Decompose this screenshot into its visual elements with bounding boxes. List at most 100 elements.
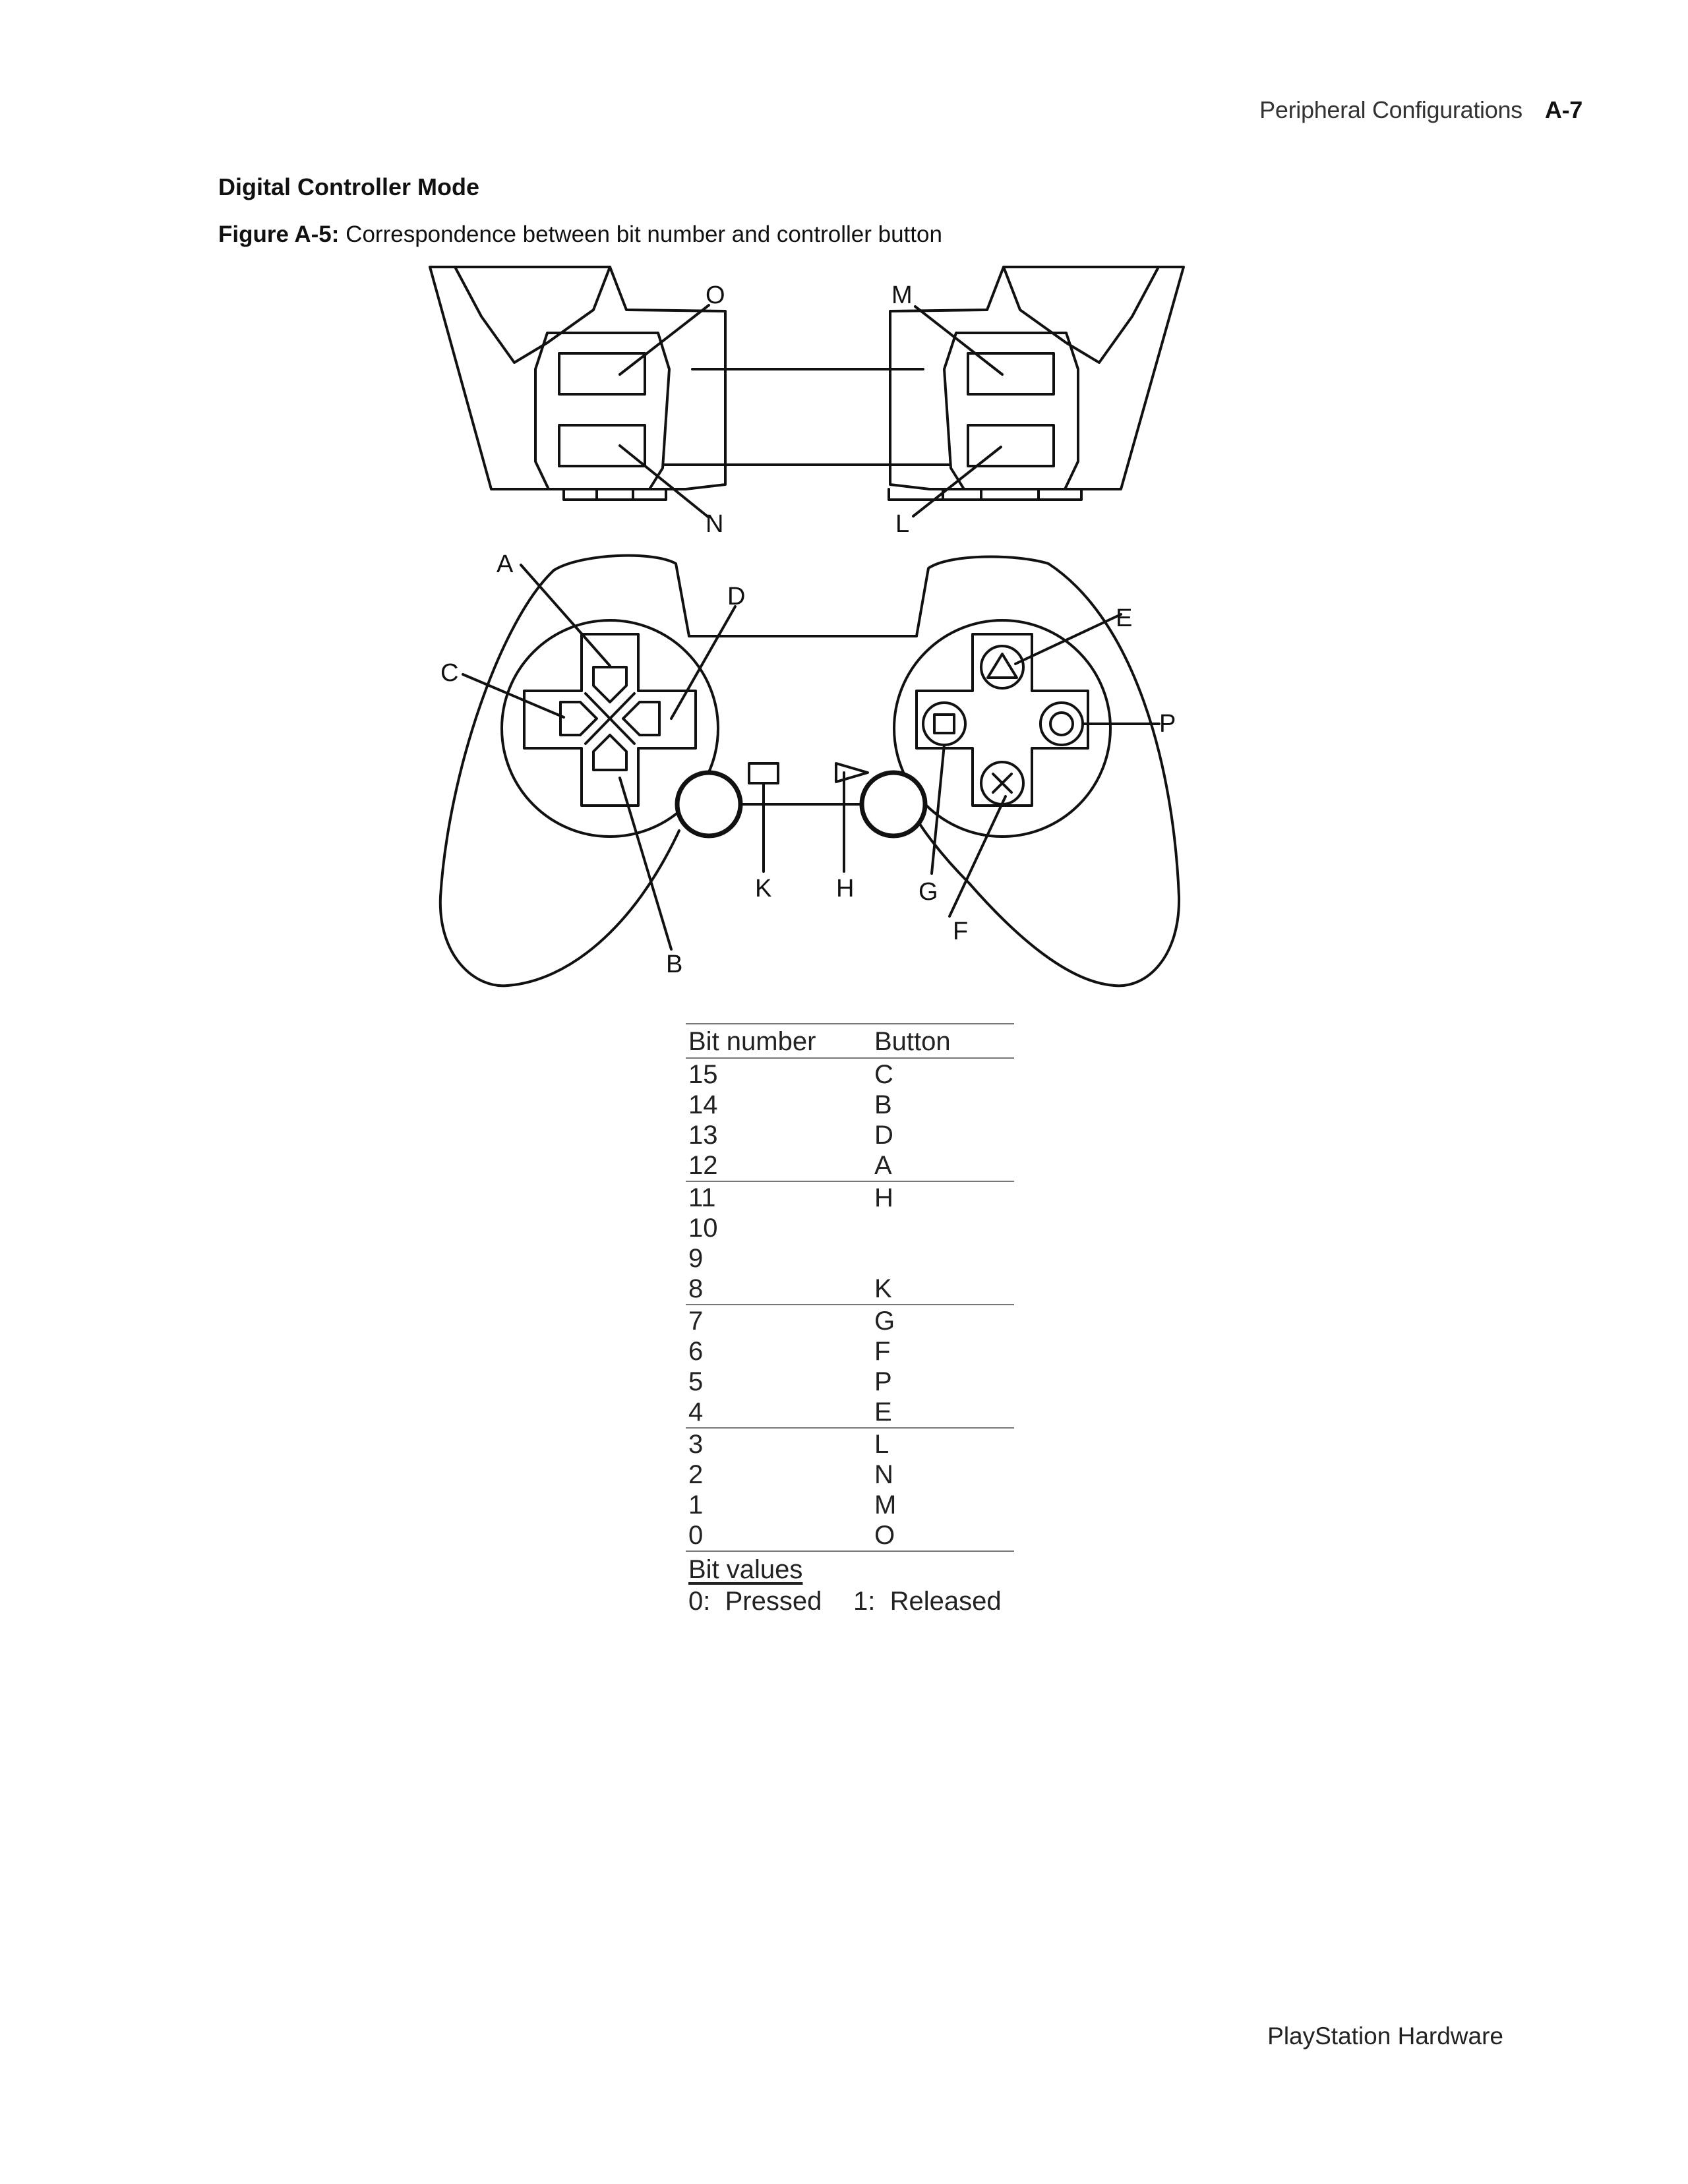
callout-M: M <box>891 281 913 309</box>
section-heading: Digital Controller Mode <box>218 173 479 200</box>
bit-cell: 6 <box>688 1337 704 1366</box>
button-cell: E <box>874 1398 892 1427</box>
callout-B: B <box>666 951 682 978</box>
bit-cell: 11 <box>688 1183 716 1212</box>
callout-L: L <box>895 510 909 538</box>
bit-cell: 7 <box>688 1307 704 1336</box>
bit-cell: 12 <box>688 1151 718 1180</box>
leader-G <box>930 744 946 875</box>
bit-cell: 2 <box>688 1460 704 1489</box>
table-row: 10 <box>686 1213 1014 1243</box>
table-row: 14 B <box>686 1090 1014 1120</box>
header-button: Button <box>874 1027 951 1056</box>
bit-value-released: 1: Released <box>853 1587 1002 1616</box>
bit-cell: 8 <box>688 1274 704 1303</box>
table-row: 15 C <box>686 1059 1014 1090</box>
leader-F <box>948 795 1007 918</box>
callout-O: O <box>706 281 725 309</box>
page-number: A-7 <box>1544 96 1582 123</box>
bit-cell: 1 <box>688 1490 704 1520</box>
button-cell: O <box>874 1521 895 1550</box>
button-cell <box>874 1213 1014 1243</box>
button-cell <box>874 1243 1014 1274</box>
button-cell: C <box>874 1060 893 1089</box>
leader-N <box>618 444 710 519</box>
bit-cell: 10 <box>688 1214 718 1243</box>
bit-cell: 5 <box>688 1367 704 1396</box>
table-header-row: Bit number Button <box>686 1024 1014 1057</box>
callout-G: G <box>919 878 938 906</box>
table-rule <box>686 1181 1014 1182</box>
button-cell: N <box>874 1460 893 1489</box>
controller-top-view <box>429 266 1185 519</box>
callout-H: H <box>836 875 854 902</box>
button-cell: H <box>874 1183 893 1212</box>
figure-caption-text: Correspondence between bit number and co… <box>346 221 942 247</box>
button-cell: B <box>874 1090 892 1119</box>
running-footer: PlayStation Hardware <box>1267 2022 1503 2050</box>
leader-D <box>670 605 737 720</box>
bit-cell: 0 <box>688 1521 704 1550</box>
figure-caption: Figure A-5: Correspondence between bit n… <box>218 221 942 248</box>
leader-E <box>1014 613 1122 665</box>
bit-cell: 9 <box>688 1244 704 1273</box>
callout-K: K <box>755 875 771 902</box>
table-rule <box>686 1057 1014 1059</box>
leader-L <box>912 446 1002 517</box>
bit-value-pressed: 0: Pressed <box>688 1587 822 1616</box>
leader-C <box>462 673 565 719</box>
controller-diagram: O M N L A D E C P K H G F B <box>429 266 1185 988</box>
button-cell: A <box>874 1151 892 1180</box>
bit-values-title: Bit values <box>688 1555 803 1584</box>
bit-values-row: 0: Pressed 1: Released <box>686 1585 1014 1618</box>
button-cell: L <box>874 1430 889 1459</box>
bit-cell: 14 <box>688 1090 718 1119</box>
callout-E: E <box>1116 605 1132 632</box>
callout-D: D <box>727 583 745 610</box>
table-rule <box>686 1427 1014 1429</box>
button-cell: F <box>874 1337 891 1366</box>
callout-A: A <box>497 550 514 578</box>
table-top-rule <box>686 1023 1014 1024</box>
button-cell: P <box>874 1367 892 1396</box>
leader-A <box>520 564 611 667</box>
table-row: 11 H <box>686 1183 1014 1213</box>
leader-O <box>618 304 710 376</box>
running-header: Peripheral Configurations A-7 <box>1259 96 1582 124</box>
figure-label: Figure A-5: <box>218 221 340 247</box>
callout-P: P <box>1159 710 1176 738</box>
callout-letters: O M N L A D E C P K H G F B <box>440 281 1176 978</box>
button-cell: M <box>874 1490 897 1520</box>
table-row: 9 <box>686 1243 1014 1274</box>
bit-cell: 3 <box>688 1430 704 1459</box>
button-cell: K <box>874 1274 892 1303</box>
controller-front-view <box>438 554 1181 988</box>
bit-cell: 13 <box>688 1121 718 1150</box>
leader-B <box>618 777 673 951</box>
callout-C: C <box>440 659 458 687</box>
table-rule <box>686 1304 1014 1305</box>
leader-M <box>914 305 1004 376</box>
callout-N: N <box>706 510 723 538</box>
table-row: 12 A <box>686 1150 1014 1181</box>
bit-cell: 15 <box>688 1060 718 1089</box>
bit-cell: 4 <box>688 1398 704 1427</box>
header-section-title: Peripheral Configurations <box>1259 96 1522 123</box>
callout-F: F <box>953 918 968 945</box>
button-cell: G <box>874 1307 895 1336</box>
